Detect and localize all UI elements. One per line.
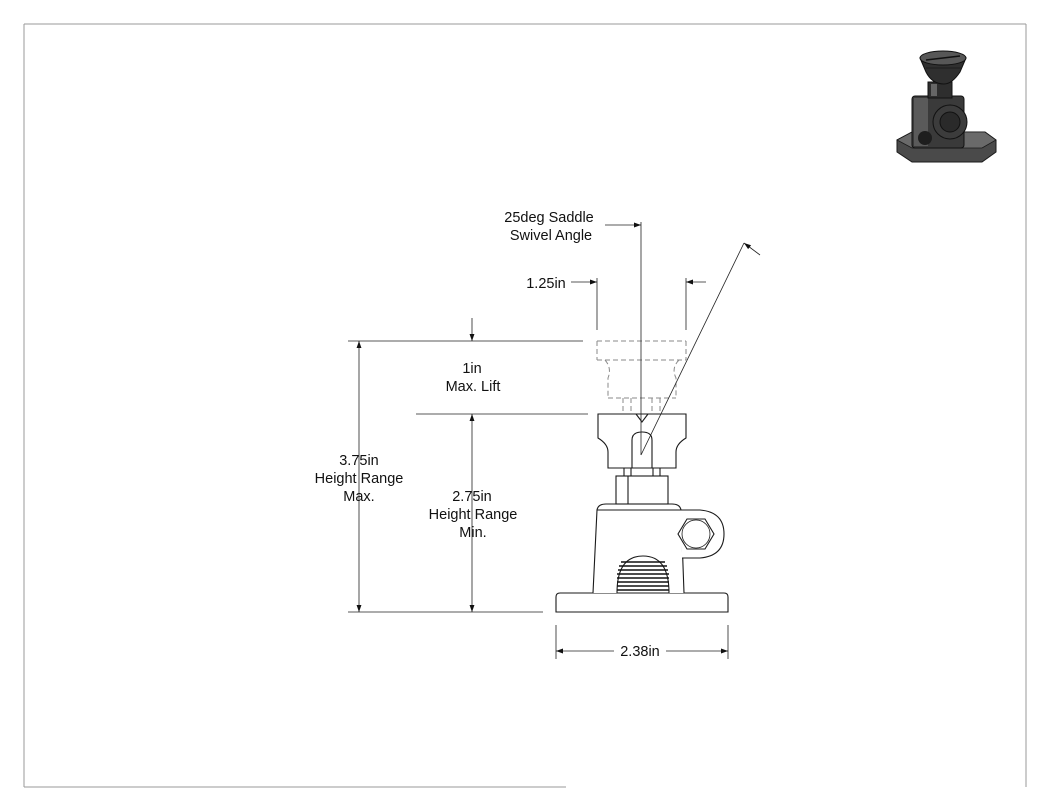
extension-lines [348,222,745,659]
swivel-angle-value: 25deg Saddle [504,210,594,226]
height-max-caption-line1: Height Range [315,471,404,487]
dimension-labels: 25deg Saddle Swivel Angle 1.25in 1in Max… [315,210,660,660]
max-lift-caption: Max. Lift [446,379,501,395]
drawing-frame [23,23,1027,788]
height-min-caption-line1: Height Range [429,507,518,523]
saddle-max-lift-hidden-lines [596,340,687,414]
dimension-lines [356,222,761,654]
height-min-caption-line2: Min. [459,525,486,541]
lift-screw [615,468,669,505]
swivel-angle-caption: Swivel Angle [510,228,592,244]
threaded-insert [616,555,670,594]
saddle-width-value: 1.25in [526,276,566,292]
base-width-value: 2.38in [620,644,660,660]
isometric-thumbnail [896,50,997,163]
height-min-value: 2.75in [452,489,492,505]
side-lock-boss [677,509,725,559]
max-lift-value: 1in [462,361,481,377]
height-max-caption-line2: Max. [343,489,374,505]
saddle [597,413,687,469]
height-max-value: 3.75in [339,453,379,469]
